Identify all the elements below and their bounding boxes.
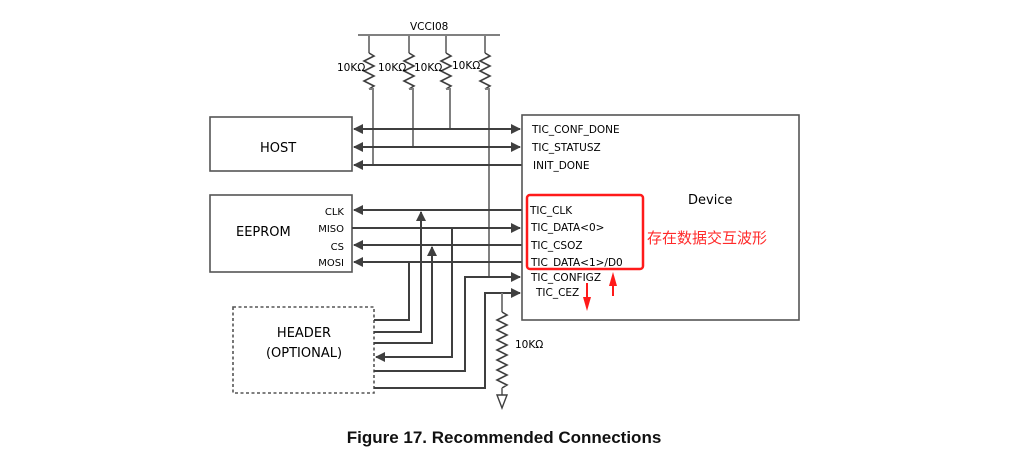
pullup-resistor-2: 10KΩ xyxy=(378,35,416,147)
header-box xyxy=(232,306,375,394)
device-title: Device xyxy=(688,193,732,208)
wire-header-configz xyxy=(374,272,521,372)
vcc-rail: VCCI08 xyxy=(358,21,500,36)
device-pin-tic-configz: TIC_CONFIGZ xyxy=(530,272,601,284)
resistor-icon xyxy=(478,52,492,90)
wire-header-mosi xyxy=(374,262,410,321)
resistor-icon xyxy=(402,52,416,90)
device-pin-init-done: INIT_DONE xyxy=(533,160,590,172)
header-title-line1: HEADER xyxy=(277,326,331,341)
host-box xyxy=(209,116,353,172)
device-box xyxy=(521,114,800,321)
host-block: HOST xyxy=(209,116,353,172)
resistor-icon xyxy=(495,311,509,389)
device-pin-tic-data0: TIC_DATA<0> xyxy=(530,222,604,234)
annotation: 存在数据交互波形 xyxy=(525,193,767,311)
header-title-line2: (OPTIONAL) xyxy=(266,346,342,361)
pullup-resistor-1-label: 10KΩ xyxy=(337,62,365,74)
device-pin-tic-statusz: TIC_STATUSZ xyxy=(531,142,601,154)
highlight-box xyxy=(525,193,645,271)
figure-caption: Figure 17. Recommended Connections xyxy=(347,428,662,447)
red-arrow-down-icon xyxy=(583,283,591,311)
eeprom-title: EEPROM xyxy=(236,225,291,240)
device-pin-tic-data1-d0: TIC_DATA<1>/D0 xyxy=(530,257,623,269)
ground-icon xyxy=(495,394,509,410)
header-block: HEADER (OPTIONAL) xyxy=(232,306,375,394)
vcc-label: VCCI08 xyxy=(410,21,448,33)
wire-header-miso xyxy=(375,228,453,362)
resistor-icon xyxy=(439,52,453,90)
pullup-resistor-3: 10KΩ xyxy=(414,35,453,129)
device-block: Device TIC_CONF_DONE TIC_STATUSZ INIT_DO… xyxy=(521,114,800,321)
red-arrow-up-icon xyxy=(609,272,617,296)
host-title: HOST xyxy=(260,141,296,156)
pulldown-resistor-label: 10KΩ xyxy=(515,339,543,351)
eeprom-pin-clk: CLK xyxy=(325,207,345,218)
eeprom-pin-mosi: MOSI xyxy=(318,258,344,269)
wire-header-cs xyxy=(374,246,437,344)
eeprom-block: EEPROM CLK MISO CS MOSI xyxy=(209,194,353,273)
pullup-resistor-2-label: 10KΩ xyxy=(378,62,406,74)
eeprom-box xyxy=(209,194,353,273)
resistor-icon xyxy=(362,52,376,90)
pullup-resistor-4: 10KΩ xyxy=(452,35,492,277)
pullup-resistor-4-label: 10KΩ xyxy=(452,60,480,72)
eeprom-pin-miso: MISO xyxy=(318,224,344,235)
eeprom-pin-cs: CS xyxy=(331,242,344,253)
device-pin-tic-clk: TIC_CLK xyxy=(529,205,573,217)
pullup-resistor-3-label: 10KΩ xyxy=(414,62,442,74)
pulldown-resistor: 10KΩ xyxy=(495,293,543,410)
device-pin-tic-cez: TIC_CEZ xyxy=(535,287,579,299)
device-pin-tic-conf-done: TIC_CONF_DONE xyxy=(531,124,620,136)
wire-header-clk xyxy=(374,211,426,333)
device-pin-tic-csoz: TIC_CSOZ xyxy=(530,240,583,252)
annotation-text: 存在数据交互波形 xyxy=(647,229,767,247)
pullup-resistor-1: 10KΩ xyxy=(337,35,376,165)
